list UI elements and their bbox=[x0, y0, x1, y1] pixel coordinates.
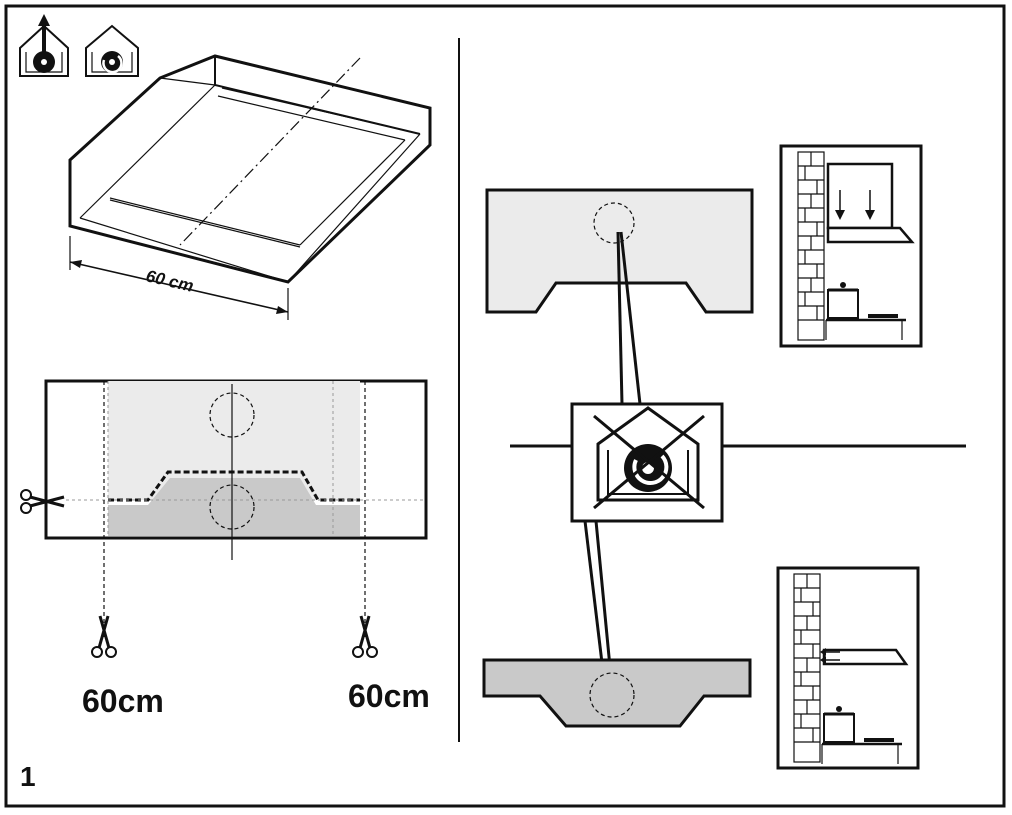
cut-width-label-right: 60cm bbox=[348, 678, 430, 714]
scissors-icon bbox=[352, 615, 378, 658]
cut-width-label-left: 60cm bbox=[82, 683, 164, 719]
kitchen-scene-recirculation bbox=[779, 144, 923, 348]
lower-dark-area bbox=[108, 478, 360, 536]
filter-tray-isometric bbox=[68, 54, 432, 284]
ducted-extraction-house-icon bbox=[19, 14, 69, 77]
figure-number: 1 bbox=[20, 761, 36, 792]
dimension-label: 60 cm bbox=[144, 266, 195, 295]
scissors-icon bbox=[20, 489, 65, 514]
filter-bottom-dark bbox=[482, 658, 752, 728]
scissors-icon bbox=[91, 615, 117, 658]
outer-frame bbox=[4, 4, 1006, 808]
lower-circle bbox=[209, 484, 255, 530]
recirculation-house-icon bbox=[85, 24, 139, 77]
recirculation-prohibited-house-icon bbox=[570, 402, 724, 523]
filter-cut-panel bbox=[44, 379, 428, 640]
upper-circle bbox=[209, 392, 255, 438]
kitchen-scene-extraction bbox=[776, 566, 920, 770]
